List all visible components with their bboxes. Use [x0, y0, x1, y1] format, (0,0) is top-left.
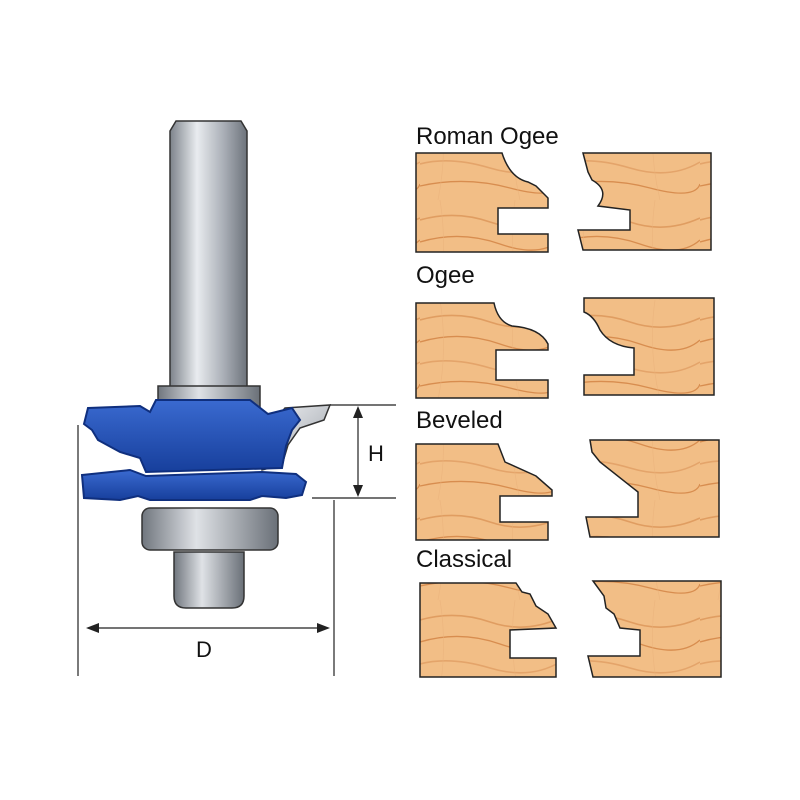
pilot-nut — [173, 551, 245, 609]
cutter-body-upper — [82, 399, 302, 474]
profile-title: Roman Ogee — [416, 123, 559, 150]
profile-title: Ogee — [416, 262, 475, 289]
diameter-dimension-label: D — [196, 637, 212, 662]
wood-stile-right — [577, 152, 712, 251]
router-bit — [80, 120, 332, 609]
wood-stile-right — [583, 297, 715, 396]
profile-classical: Classical — [416, 546, 722, 678]
wood-rail-left — [415, 443, 553, 541]
wood-rail-left — [419, 582, 558, 678]
wood-rail-left — [415, 152, 549, 253]
shank — [169, 120, 248, 389]
wood-stile-right — [587, 580, 722, 678]
profile-title: Classical — [416, 546, 512, 573]
cutter-body-lower — [80, 468, 308, 502]
dimension-lines — [77, 404, 396, 676]
profile-title: Beveled — [416, 407, 503, 434]
profile-roman-ogee: Roman Ogee — [415, 123, 712, 253]
profile-ogee: Ogee — [415, 262, 715, 399]
profile-beveled: Beveled — [415, 407, 720, 541]
wood-stile-right — [585, 439, 720, 538]
dimension-arrowheads — [86, 406, 363, 633]
bearing — [141, 507, 279, 551]
height-dimension-label: H — [368, 441, 384, 466]
wood-rail-left — [415, 302, 549, 399]
